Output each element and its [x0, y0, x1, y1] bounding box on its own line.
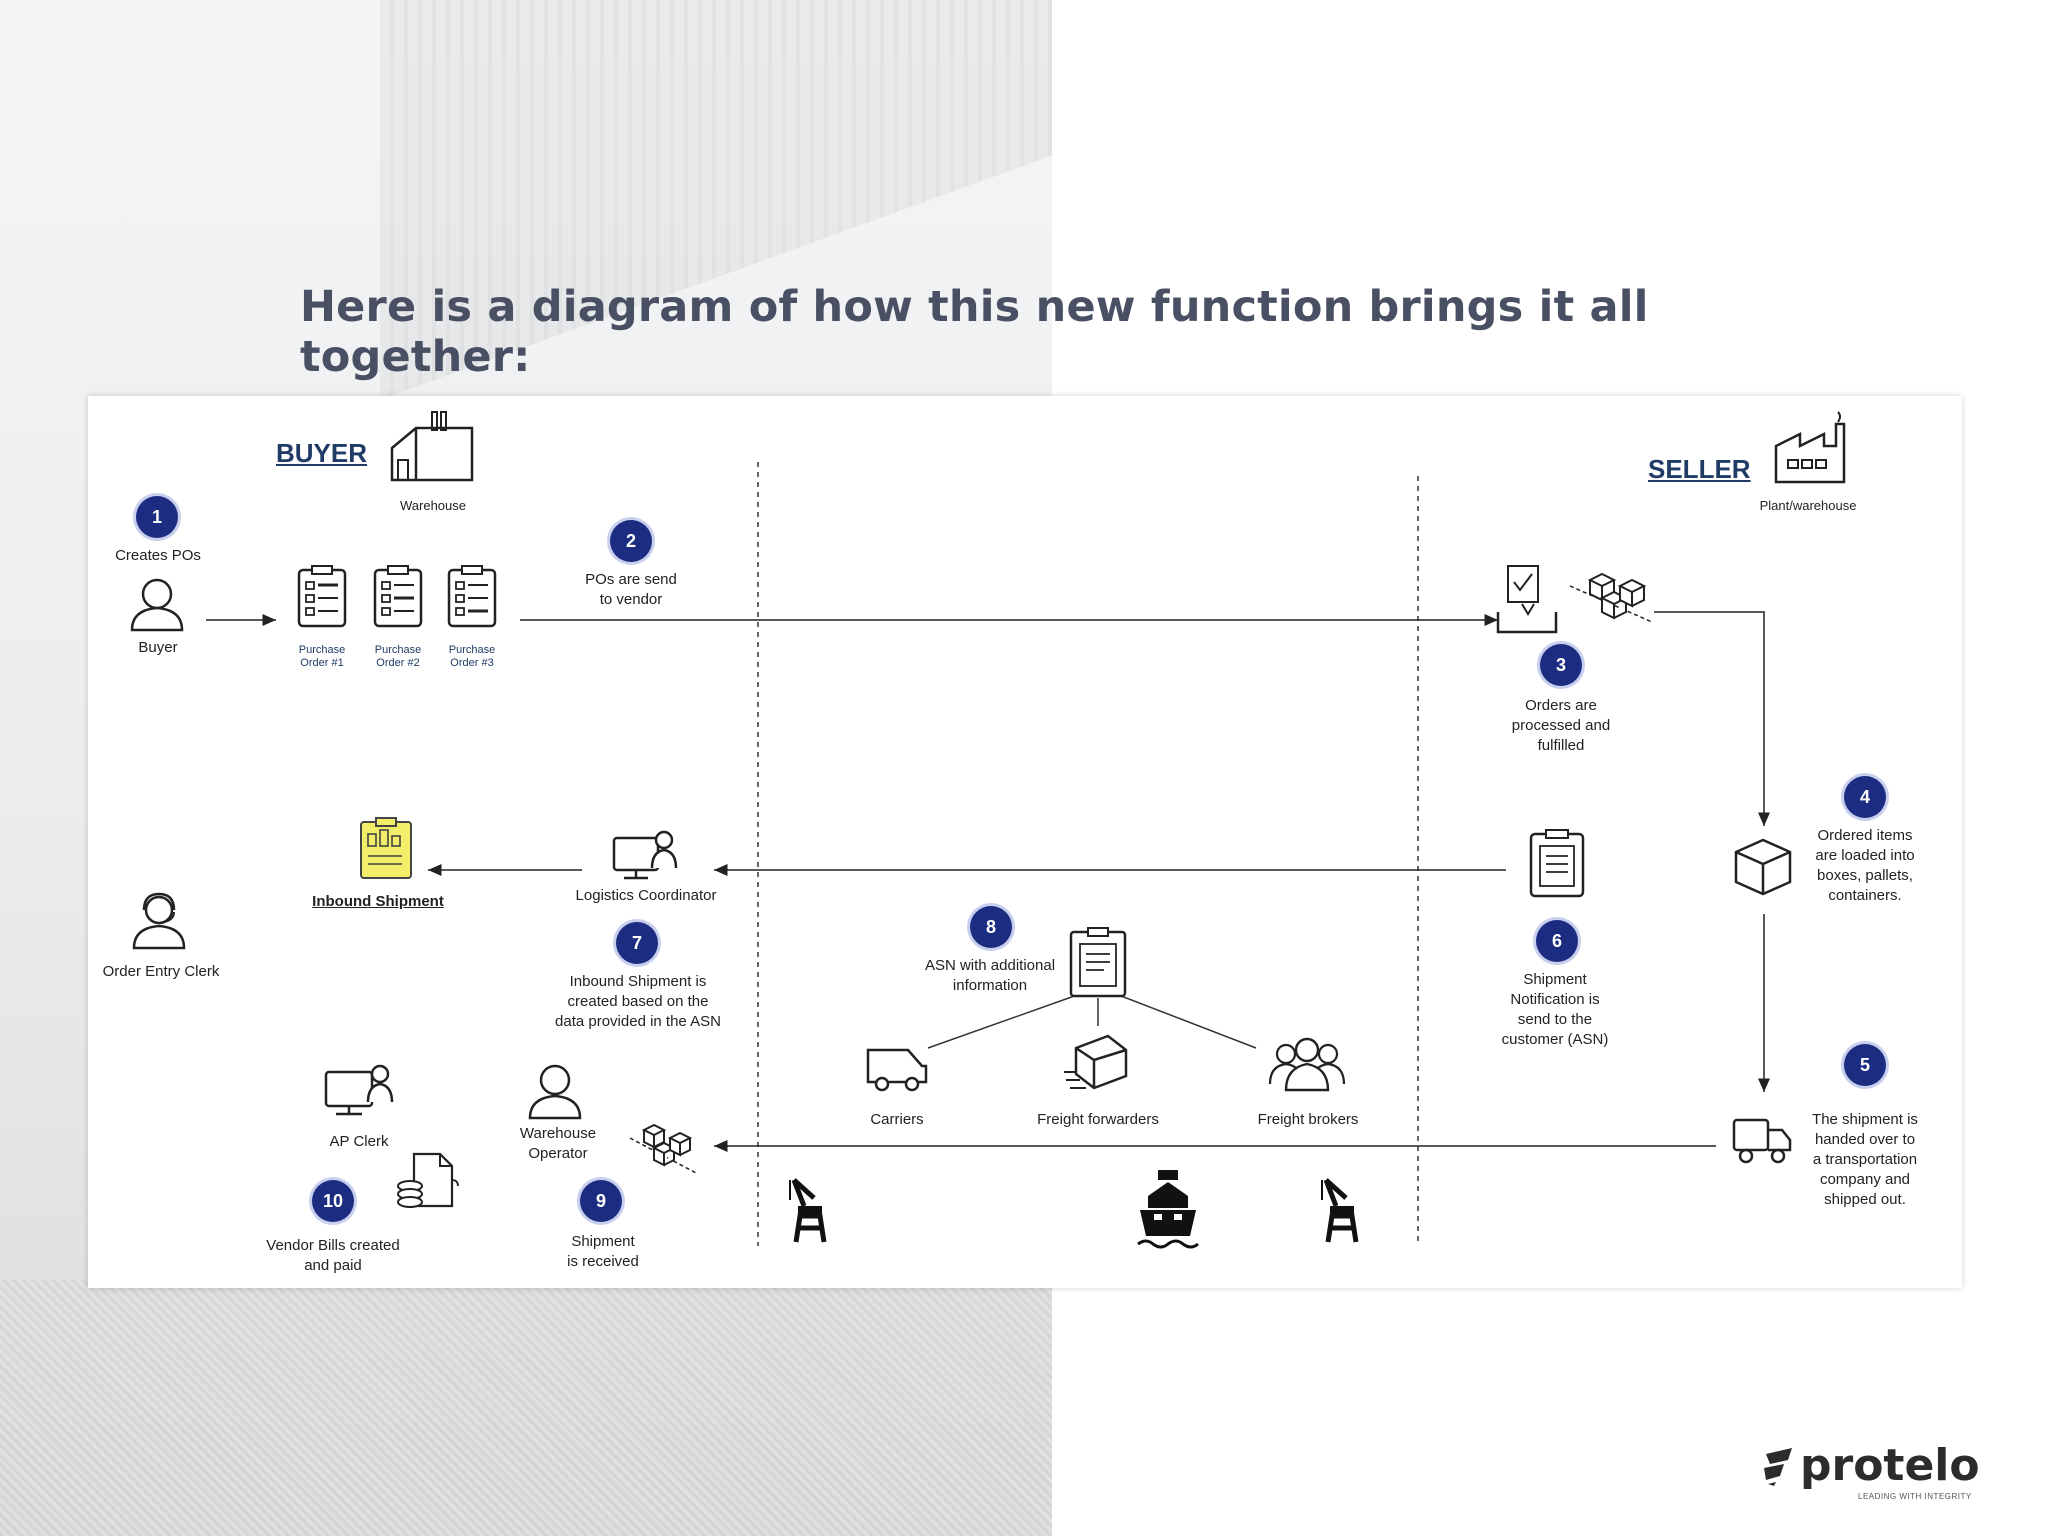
asn-document-icon — [1069, 927, 1127, 998]
seller-title: SELLER — [1648, 454, 1751, 484]
inbound-shipment-label: Inbound Shipment — [312, 893, 444, 910]
step-10-badge: 10 — [312, 1180, 354, 1222]
purchase-order-2-icon — [373, 565, 423, 628]
diagram-connectors — [206, 462, 1770, 1246]
line-asn-to-carriers — [927, 993, 1081, 1049]
step-9-text: Shipment is received — [567, 1233, 639, 1270]
buyer-label: Buyer — [138, 639, 178, 656]
purchase-order-1-icon — [297, 565, 347, 628]
slide-headline: Here is a diagram of how this new functi… — [300, 282, 1649, 382]
inbound-shipment-icon — [360, 817, 412, 879]
diagram-panel: BUYER Warehouse SELLER Plant/warehouse 1… — [88, 396, 1962, 1288]
truck-icon — [1732, 1118, 1792, 1164]
purchase-order-3-icon — [447, 565, 497, 628]
freight-brokers-label: Freight brokers — [1257, 1111, 1359, 1128]
step-1-badge: 1 — [136, 496, 178, 538]
step-10-text: Vendor Bills created and paid — [266, 1237, 400, 1274]
freight-package-icon — [1064, 1034, 1128, 1090]
carriers-label: Carriers — [870, 1111, 924, 1128]
boxes-icon — [1569, 572, 1653, 623]
port-crane-right-icon — [1321, 1178, 1359, 1243]
step-7-badge: 7 — [616, 922, 658, 964]
arrow-fulfill-to-box — [1654, 611, 1770, 826]
warehouse-label: Warehouse — [400, 498, 466, 513]
protelo-logo-text: protelo — [1800, 1440, 1980, 1491]
port-crane-left-icon — [789, 1178, 827, 1243]
vendor-bill-icon — [397, 1152, 459, 1208]
step-5-badge: 5 — [1844, 1044, 1886, 1086]
background-ground-image — [0, 1280, 1052, 1536]
warehouse-operator-label: Warehouse Operator — [519, 1125, 597, 1162]
buyer-title: BUYER — [276, 438, 368, 468]
step-2-text: POs are send to vendor — [585, 571, 677, 608]
step-4-text: Ordered items are loaded into boxes, pal… — [1815, 827, 1915, 904]
protelo-logo-tagline: LEADING WITH INTEGRITY — [1858, 1492, 1972, 1501]
ap-clerk-computer-icon — [324, 1064, 394, 1116]
received-boxes-icon — [629, 1123, 699, 1175]
logistics-computer-icon — [612, 830, 678, 880]
order-fulfill-icon — [1496, 565, 1558, 634]
line-asn-to-brokers — [1115, 993, 1257, 1049]
step-8-badge: 8 — [970, 906, 1012, 948]
protelo-logo: protelo LEADING WITH INTEGRITY — [1762, 1440, 1982, 1510]
step-7-text: Inbound Shipment is created based on the… — [555, 973, 721, 1030]
order-entry-clerk-label: Order Entry Clerk — [102, 963, 220, 980]
step-2-badge: 2 — [610, 520, 652, 562]
logistics-coordinator-label: Logistics Coordinator — [575, 887, 717, 904]
step-9-badge: 9 — [580, 1180, 622, 1222]
protelo-logo-mark-icon — [1764, 1448, 1792, 1486]
order-entry-clerk-icon — [132, 892, 186, 950]
purchase-order-1-label: Purchase Order #1 — [298, 644, 346, 669]
freight-brokers-group-icon — [1268, 1037, 1346, 1092]
asn-clipboard-icon — [1529, 829, 1585, 898]
step-1-text: Creates POs — [115, 547, 201, 564]
freight-forwarders-label: Freight forwarders — [1037, 1111, 1159, 1128]
purchase-order-2-label: Purchase Order #2 — [374, 644, 422, 669]
step-5-text: The shipment is handed over to a transpo… — [1812, 1111, 1918, 1208]
step-8-text: ASN with additional information — [924, 957, 1056, 994]
warehouse-icon — [390, 411, 474, 482]
factory-icon — [1774, 411, 1846, 484]
plant-warehouse-label: Plant/warehouse — [1759, 498, 1857, 513]
cargo-ship-icon — [1137, 1170, 1199, 1249]
step-4-badge: 4 — [1844, 776, 1886, 818]
warehouse-operator-icon — [528, 1064, 582, 1120]
step-3-badge: 3 — [1540, 644, 1582, 686]
ap-clerk-label: AP Clerk — [329, 1133, 389, 1150]
step-3-text: Orders are processed and fulfilled — [1511, 697, 1611, 754]
carrier-van-icon — [866, 1048, 928, 1092]
step-6-text: Shipment Notification is send to the cus… — [1501, 971, 1609, 1048]
step-6-badge: 6 — [1536, 920, 1578, 962]
purchase-order-3-label: Purchase Order #3 — [448, 644, 496, 669]
buyer-person-icon — [130, 578, 184, 632]
box-icon — [1734, 838, 1792, 896]
